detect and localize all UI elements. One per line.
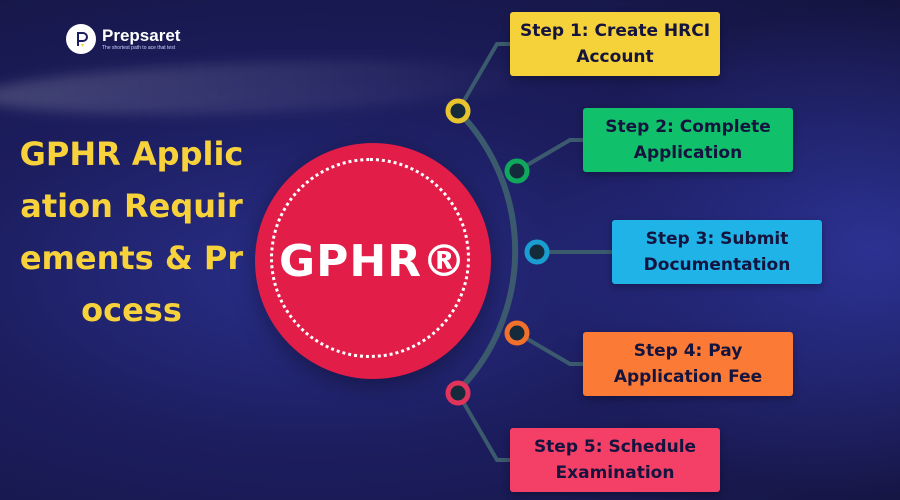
connector-step-4 bbox=[515, 331, 583, 366]
step-4-box[interactable]: Step 4: Pay Application Fee bbox=[583, 332, 793, 396]
brand-tagline: The shortest path to ace that test bbox=[102, 45, 176, 51]
connector-step-5 bbox=[456, 391, 510, 462]
node-step-1 bbox=[445, 98, 471, 124]
node-step-2 bbox=[504, 158, 530, 184]
node-step-3 bbox=[524, 239, 550, 265]
logo-glyph bbox=[77, 32, 88, 47]
node-step-5 bbox=[445, 380, 471, 406]
page-title: GPHR Application Requirements & Process bbox=[19, 135, 244, 329]
step-2-box[interactable]: Step 2: Complete Application bbox=[583, 108, 793, 172]
brand-logo[interactable]: Prepsaret The shortest path to ace that … bbox=[66, 24, 180, 54]
arc-spine bbox=[455, 108, 519, 394]
step-1-box[interactable]: Step 1: Create HRCI Account bbox=[510, 12, 720, 76]
logo-text: Prepsaret The shortest path to ace that … bbox=[102, 27, 180, 51]
brand-name: Prepsaret bbox=[102, 26, 181, 45]
gphr-badge: GPHR® bbox=[255, 143, 491, 379]
connector-step-2 bbox=[515, 138, 583, 173]
step-3-box[interactable]: Step 3: Submit Documentation bbox=[612, 220, 822, 284]
connector-step-1 bbox=[456, 42, 510, 113]
step-5-box[interactable]: Step 5: Schedule Examination bbox=[510, 428, 720, 492]
badge-label: GPHR® bbox=[278, 235, 468, 287]
prepsaret-logo-icon bbox=[66, 24, 96, 54]
node-step-4 bbox=[504, 320, 530, 346]
badge-dotted-ring bbox=[270, 158, 470, 358]
